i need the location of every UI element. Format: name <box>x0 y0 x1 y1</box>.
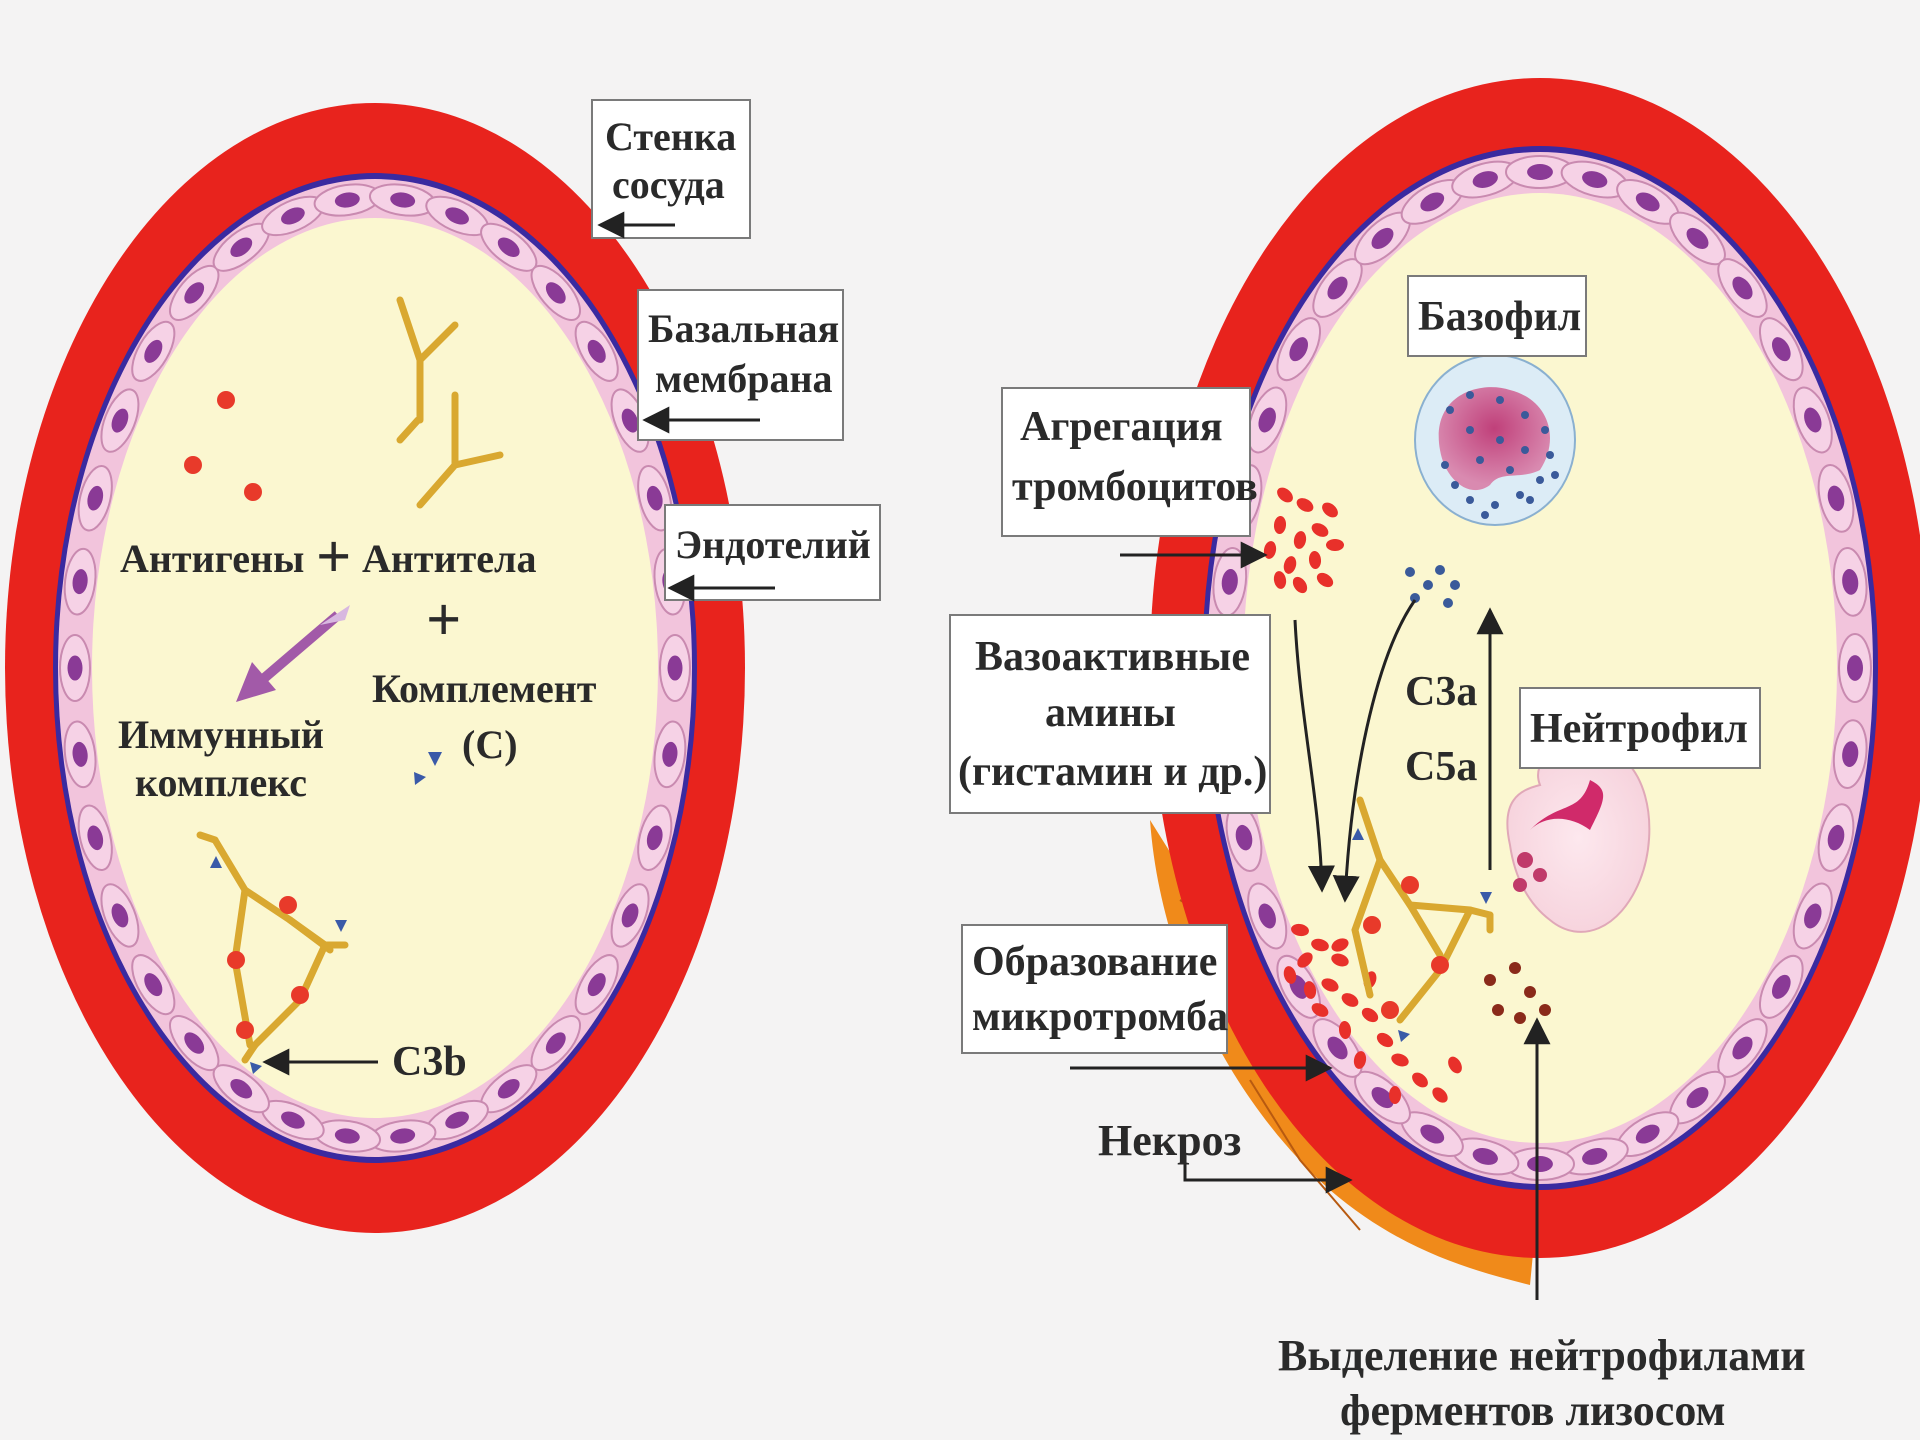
granule <box>1481 511 1489 519</box>
microthrombus-label-line1: Образование <box>972 939 1217 985</box>
granule <box>1491 501 1499 509</box>
c3a-c5a-labels: C3a C5a <box>1400 665 1485 800</box>
basophil-callout: Базофил <box>1408 276 1586 356</box>
granule <box>1546 451 1554 459</box>
c3b-label: C3b <box>392 1039 467 1085</box>
c5a-label: C5a <box>1405 744 1477 790</box>
granule <box>1466 426 1474 434</box>
granule <box>1466 391 1474 399</box>
neutrophil-callout: Нейтрофил <box>1520 688 1760 768</box>
basophil-cell <box>1415 355 1575 525</box>
antigen-dot <box>217 391 235 409</box>
endothelium-callout: Эндотелий <box>665 505 880 600</box>
endothelium-label: Эндотелий <box>675 522 871 567</box>
cell-nucleus <box>68 655 83 680</box>
complement-symbol: (C) <box>462 722 518 767</box>
platelet-aggregation-callout: Агрегация тромбоцитов <box>1002 388 1258 536</box>
granule <box>1516 491 1524 499</box>
granule <box>1496 436 1504 444</box>
necrosis-label: Некроз <box>1098 1116 1241 1165</box>
basement-membrane-callout: Базальная мембрана <box>638 290 843 440</box>
granule <box>1506 466 1514 474</box>
cell-nucleus <box>1527 1156 1553 1172</box>
cell-nucleus <box>668 655 683 680</box>
immune-complex-label-line1: Иммунный <box>118 712 324 757</box>
antigen-dot <box>244 483 262 501</box>
granule <box>1451 481 1459 489</box>
plus-sign: + <box>426 586 461 654</box>
granule <box>1476 456 1484 464</box>
vasoactive-label-line3: (гистамин и др.) <box>958 749 1267 795</box>
basophil-label: Базофил <box>1418 294 1581 340</box>
granule <box>1541 426 1549 434</box>
microthrombus-label-line2: микротромба <box>972 994 1228 1040</box>
cell-nucleus <box>1527 164 1553 180</box>
antigen-dot <box>184 456 202 474</box>
vasoactive-amines-callout: Вазоактивные амины (гистамин и др.) <box>950 615 1270 813</box>
granule <box>1466 496 1474 504</box>
granule <box>1496 396 1504 404</box>
vessel-wall-label-line2: сосуда <box>612 162 725 207</box>
cell-nucleus <box>1847 655 1863 681</box>
plus-sign: + <box>316 523 351 591</box>
granule <box>1521 446 1529 454</box>
basement-membrane-label-line2: мембрана <box>655 356 833 401</box>
antibodies-label: Антитела <box>362 536 536 581</box>
granule <box>1536 476 1544 484</box>
complement-label: Комплемент <box>372 666 597 711</box>
vessel-wall-callout: Стенка сосуда <box>592 100 750 238</box>
vessel-wall-label-line1: Стенка <box>605 114 736 159</box>
basement-membrane-label-line1: Базальная <box>648 306 839 351</box>
platelet <box>1326 539 1344 551</box>
c3a-label: C3a <box>1405 669 1477 715</box>
granule <box>1521 411 1529 419</box>
granule <box>1446 406 1454 414</box>
granule <box>1441 461 1449 469</box>
immune-complex-label-line2: комплекс <box>135 760 307 805</box>
platelet-aggregation-label-line2: тромбоцитов <box>1012 464 1258 510</box>
granule <box>1551 471 1559 479</box>
microthrombus-callout: Образование микротромба <box>962 925 1228 1053</box>
vasoactive-label-line2: амины <box>1045 690 1176 736</box>
granule <box>1526 496 1534 504</box>
lysosome-label-line2: ферментов лизосом <box>1340 1386 1725 1435</box>
platelet <box>1389 1086 1401 1104</box>
platelet-aggregation-label-line1: Агрегация <box>1020 404 1223 450</box>
lysosome-label-line1: Выделение нейтрофилами <box>1278 1331 1806 1380</box>
neutrophil-label: Нейтрофил <box>1530 706 1748 752</box>
vasoactive-label-line1: Вазоактивные <box>975 634 1250 680</box>
antigens-label: Антигены <box>120 536 304 581</box>
